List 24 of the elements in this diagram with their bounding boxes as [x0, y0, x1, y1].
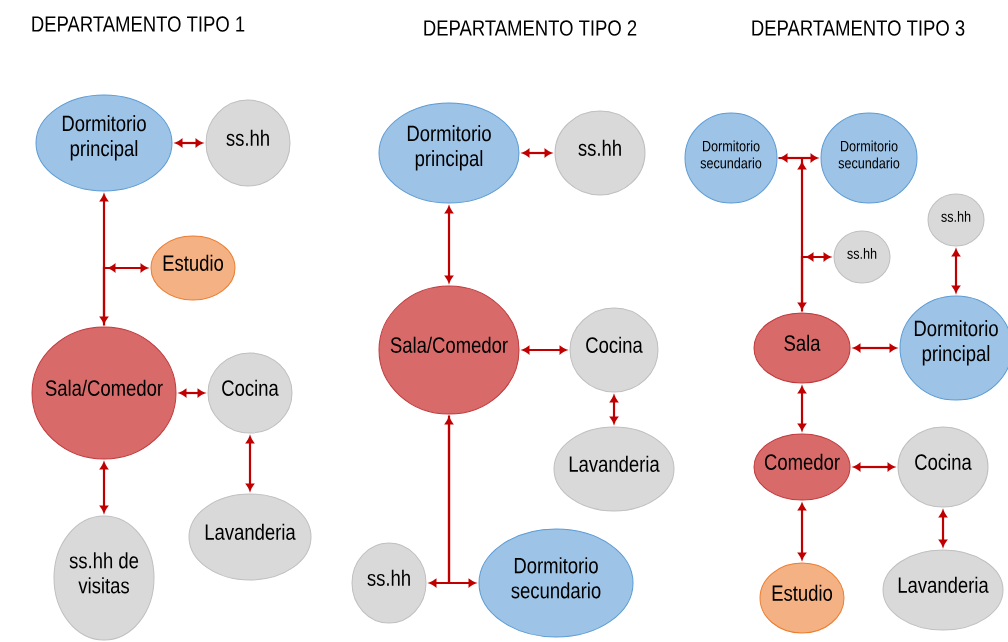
arrow: [610, 395, 618, 424]
arrow: [952, 249, 960, 293]
heading: DEPARTAMENTO TIPO 3: [752, 20, 965, 36]
arrow: [798, 503, 806, 560]
arrow: [102, 264, 148, 326]
arrow: [445, 206, 453, 283]
heading: DEPARTAMENTO TIPO 1: [32, 16, 245, 32]
arrow: [798, 386, 806, 431]
arrow: [447, 415, 476, 587]
arrow: [175, 139, 203, 147]
arrow: [429, 417, 453, 587]
arrow: [522, 346, 567, 354]
arrow: [853, 463, 895, 471]
arrow: [780, 154, 818, 162]
arrow: [853, 344, 897, 352]
arrow: [179, 389, 205, 397]
arrow: [939, 510, 947, 547]
arrow: [246, 436, 254, 491]
arrow: [100, 194, 108, 324]
arrow: [778, 156, 806, 310]
heading: DEPARTAMENTO TIPO 2: [424, 20, 637, 36]
arrow: [100, 462, 108, 513]
arrow: [522, 149, 552, 157]
arrow: [800, 253, 831, 312]
